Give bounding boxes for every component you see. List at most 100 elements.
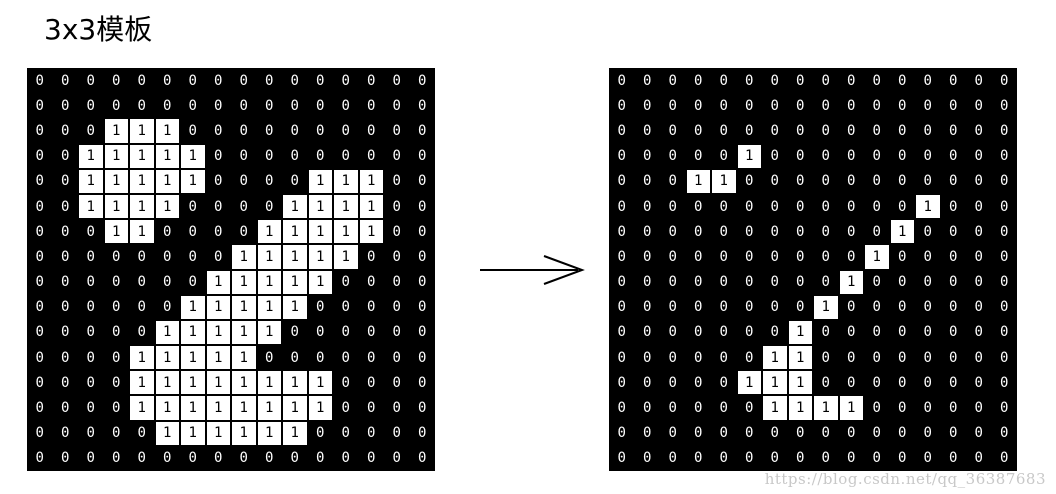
input-grid-cell: 0 [384, 395, 410, 421]
output-grid-cell: 0 [685, 345, 711, 371]
output-grid-cell: 0 [838, 68, 864, 94]
input-grid-cell: 0 [231, 143, 257, 169]
input-grid-cell: 0 [282, 143, 308, 169]
input-grid-cell: 0 [27, 143, 53, 169]
input-grid-cell: 0 [409, 93, 435, 119]
input-grid-cell: 0 [52, 319, 78, 346]
output-grid-cell: 0 [864, 420, 890, 446]
output-grid-cell: 0 [991, 118, 1017, 144]
output-grid-cell: 0 [660, 420, 686, 446]
input-grid-cell: 0 [78, 219, 104, 245]
output-grid-cell: 0 [813, 370, 839, 396]
output-grid-cell: 0 [609, 219, 635, 245]
output-grid-cell: 0 [787, 420, 813, 446]
output-grid-cell: 0 [991, 244, 1017, 270]
input-grid-cell: 1 [129, 219, 155, 245]
output-grid-cell: 0 [940, 445, 966, 471]
input-grid-cell: 0 [409, 345, 435, 371]
output-grid-cell: 0 [813, 244, 839, 270]
input-grid-cell: 1 [256, 269, 282, 295]
output-grid-cell: 0 [991, 395, 1017, 421]
output-grid-cell: 1 [813, 395, 839, 421]
output-grid-cell: 0 [711, 118, 737, 144]
output-grid-cell: 0 [940, 395, 966, 421]
output-grid-cell: 0 [660, 269, 686, 295]
output-grid-cell: 0 [966, 193, 992, 220]
diagram-title: 3x3模板 [44, 13, 153, 46]
output-grid-cell: 0 [634, 168, 660, 194]
input-grid-cell: 1 [129, 193, 155, 220]
output-grid-cell: 0 [864, 294, 890, 320]
output-grid-cell: 0 [736, 118, 762, 144]
output-grid-cell: 0 [991, 219, 1017, 245]
output-grid-cell: 0 [762, 193, 788, 220]
input-grid-cell: 0 [409, 219, 435, 245]
output-grid-cell: 0 [660, 445, 686, 471]
output-grid-cell: 0 [685, 68, 711, 94]
output-grid-cell: 0 [685, 319, 711, 346]
input-grid-cell: 0 [231, 193, 257, 220]
output-grid-cell: 0 [787, 143, 813, 169]
input-grid-cell: 0 [358, 345, 384, 371]
input-grid-cell: 0 [384, 143, 410, 169]
input-grid-cell: 1 [180, 294, 206, 320]
input-grid-cell: 1 [307, 193, 333, 220]
input-grid-cell: 0 [333, 445, 359, 471]
input-grid-cell: 0 [358, 269, 384, 295]
input-grid-cell: 1 [205, 395, 231, 421]
input-grid-cell: 0 [231, 168, 257, 194]
output-grid-cell: 0 [915, 244, 941, 270]
input-grid-cell: 0 [180, 445, 206, 471]
output-grid-cell: 0 [940, 269, 966, 295]
output-grid-cell: 0 [736, 219, 762, 245]
output-grid-cell: 0 [660, 118, 686, 144]
input-grid-cell: 1 [256, 319, 282, 346]
output-grid-cell: 0 [762, 294, 788, 320]
output-grid-cell: 0 [634, 269, 660, 295]
input-grid-cell: 0 [52, 420, 78, 446]
output-grid-cell: 0 [609, 395, 635, 421]
output-grid-cell: 0 [940, 118, 966, 144]
output-grid-cell: 0 [915, 143, 941, 169]
input-grid-cell: 0 [180, 269, 206, 295]
input-grid-cell: 1 [154, 143, 180, 169]
output-grid-cell: 0 [711, 244, 737, 270]
output-grid-cell: 0 [736, 345, 762, 371]
output-grid-cell: 0 [889, 244, 915, 270]
output-grid-cell: 0 [660, 68, 686, 94]
output-grid-cell: 0 [711, 193, 737, 220]
output-grid-cell: 0 [762, 445, 788, 471]
output-grid-cell: 0 [864, 219, 890, 245]
input-grid-cell: 0 [27, 370, 53, 396]
output-grid-cell: 0 [736, 395, 762, 421]
input-grid-cell: 0 [78, 370, 104, 396]
output-grid-cell: 0 [864, 445, 890, 471]
input-grid-cell: 1 [256, 370, 282, 396]
input-grid-cell: 0 [103, 294, 129, 320]
input-grid-cell: 1 [78, 143, 104, 169]
output-grid-cell: 0 [736, 93, 762, 119]
output-grid-cell: 0 [940, 244, 966, 270]
output-grid-cell: 0 [634, 345, 660, 371]
output-grid-cell: 0 [813, 193, 839, 220]
input-grid-cell: 0 [409, 319, 435, 346]
input-grid-cell: 0 [180, 93, 206, 119]
input-grid-cell: 1 [180, 345, 206, 371]
output-grid-cell: 0 [889, 345, 915, 371]
input-grid-cell: 1 [129, 168, 155, 194]
output-grid-cell: 0 [915, 68, 941, 94]
output-grid-cell: 0 [711, 143, 737, 169]
output-grid-cell: 0 [940, 68, 966, 94]
input-grid-cell: 1 [180, 319, 206, 346]
output-grid-cell: 1 [762, 370, 788, 396]
input-grid-cell: 1 [256, 244, 282, 270]
input-grid-cell: 0 [103, 269, 129, 295]
input-grid-cell: 0 [103, 244, 129, 270]
input-grid-cell: 0 [205, 219, 231, 245]
output-grid-cell: 0 [609, 370, 635, 396]
input-grid-cell: 1 [129, 370, 155, 396]
input-grid-cell: 0 [52, 93, 78, 119]
input-grid-cell: 0 [103, 319, 129, 346]
output-grid-cell: 0 [634, 118, 660, 144]
input-grid-cell: 0 [154, 269, 180, 295]
